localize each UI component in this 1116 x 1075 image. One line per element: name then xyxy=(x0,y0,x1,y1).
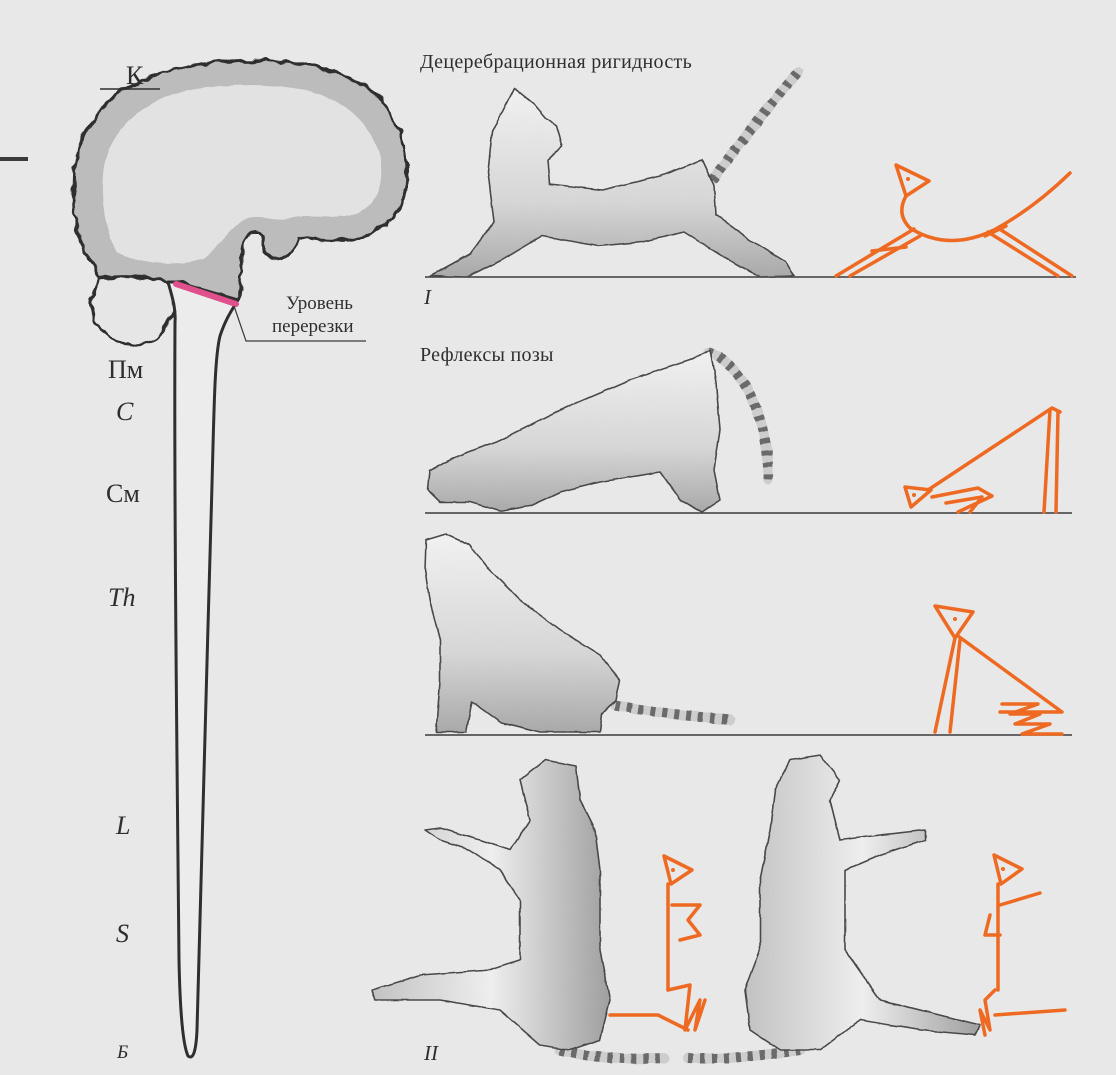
label-th: Th xyxy=(108,583,135,612)
panel-one-numeral: I xyxy=(423,285,432,309)
spinal-cord xyxy=(168,282,238,1057)
label-l: L xyxy=(115,811,130,840)
cat-head-up-drawing xyxy=(425,534,730,732)
label-s: S xyxy=(116,919,129,948)
cat-head-down-drawing xyxy=(428,350,768,512)
cut-level-label-line1: Уровень xyxy=(286,293,353,314)
schematic-upright-right xyxy=(980,855,1065,1035)
cerebellum-lobes xyxy=(90,277,174,345)
panel-two-numeral: II xyxy=(423,1041,439,1065)
brain-diagram xyxy=(73,60,406,1057)
schematic-head-down xyxy=(905,408,1060,512)
schematic-head-up xyxy=(935,606,1062,734)
cat-upright-right-drawing xyxy=(688,755,980,1059)
schematic-rigidity xyxy=(836,165,1072,276)
cat-rigidity-drawing xyxy=(430,72,798,277)
panel-two-title: Рефлексы позы xyxy=(420,344,554,366)
label-k: К xyxy=(126,61,144,90)
panel-one-title: Децеребрационная ригидность xyxy=(420,51,692,73)
label-b: Б xyxy=(116,1042,128,1063)
label-sm: См xyxy=(106,479,140,508)
label-c: C xyxy=(116,397,134,426)
label-pm: Пм xyxy=(108,355,143,384)
scan-edge-mark xyxy=(0,157,28,161)
schematic-upright-left xyxy=(610,856,705,1030)
cut-level-label-line2: перерезки xyxy=(272,316,354,337)
